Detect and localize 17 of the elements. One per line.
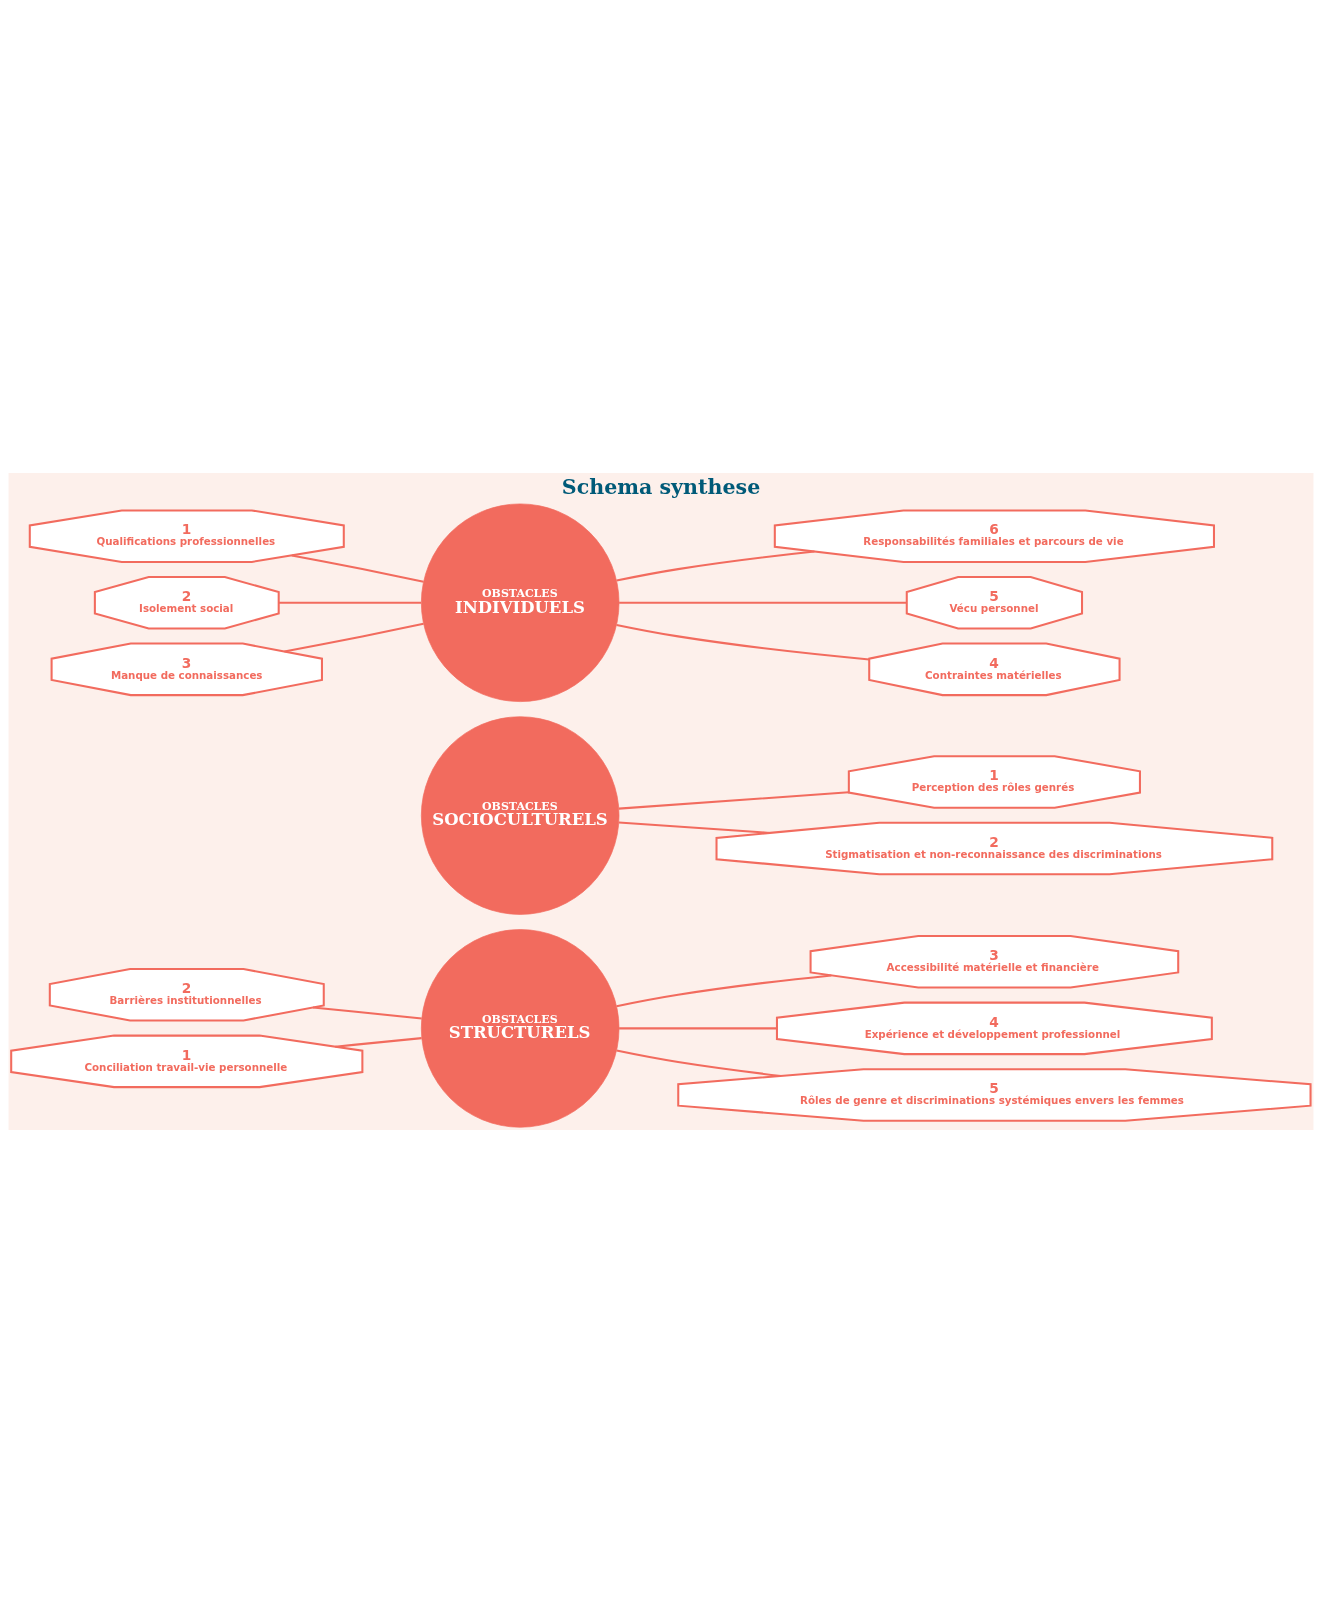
connector <box>335 1036 422 1048</box>
connector <box>616 550 815 582</box>
connector <box>619 1026 777 1029</box>
connector <box>619 601 907 604</box>
connector <box>616 1049 782 1077</box>
connector <box>278 601 422 604</box>
connector <box>616 623 870 660</box>
node-circle: OBSTACLES INDIVIDUELS <box>421 503 620 702</box>
connector <box>616 973 832 1007</box>
connector <box>284 622 424 653</box>
diagram-title: Schema synthese <box>561 474 761 499</box>
connector <box>291 553 424 583</box>
connector <box>312 1005 422 1019</box>
node-circle: OBSTACLES SOCIOCULTURELS <box>421 715 620 915</box>
connector <box>618 790 849 810</box>
node-circle: OBSTACLES STRUCTURELS <box>421 928 620 1128</box>
connector <box>618 820 770 834</box>
